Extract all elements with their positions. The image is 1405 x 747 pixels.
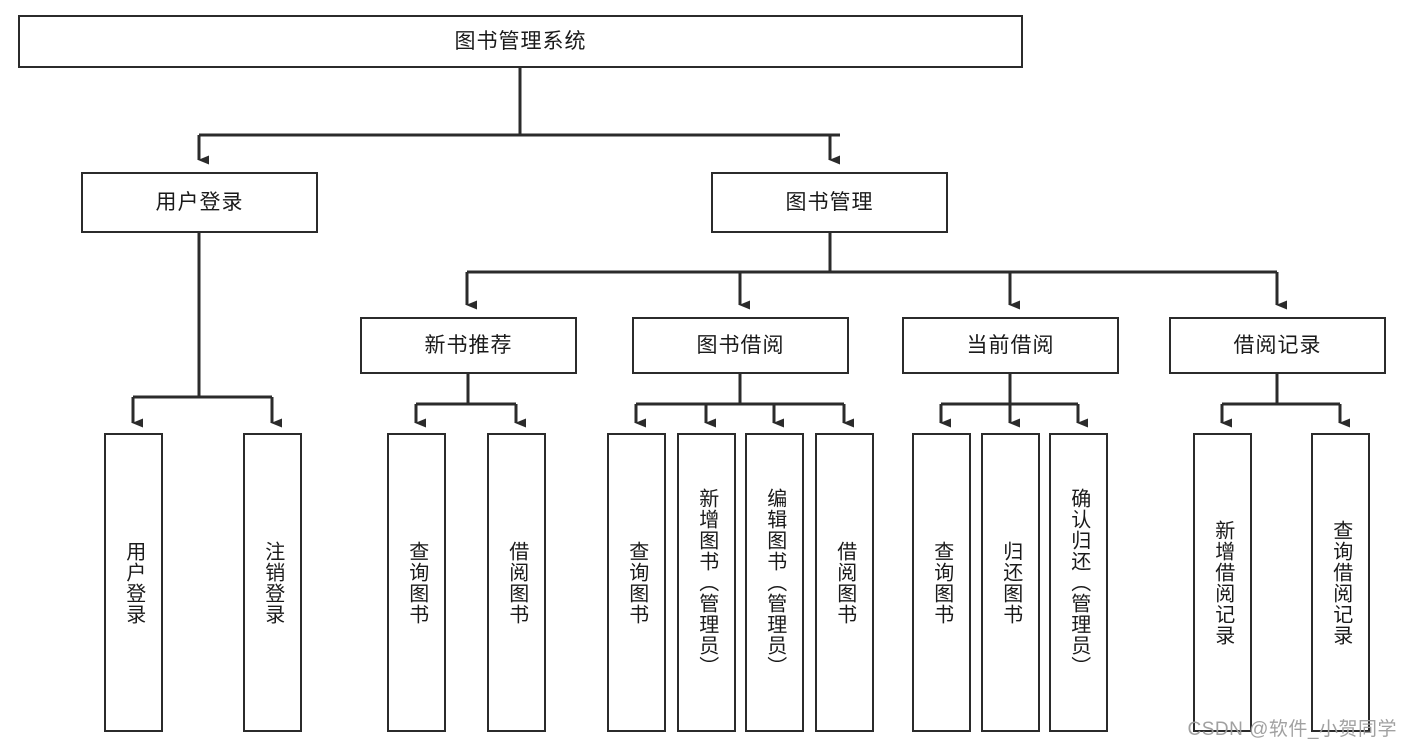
node-borrow-record[interactable]: 借阅记录 — [1169, 317, 1386, 374]
leaf-user-login[interactable]: 用户登录 — [104, 433, 163, 732]
node-label: 编辑图书（管理员） — [763, 488, 786, 677]
node-label: 用户登录 — [155, 190, 244, 214]
node-label: 图书借阅 — [696, 333, 785, 357]
leaf-edit-book-admin[interactable]: 编辑图书（管理员） — [745, 433, 804, 732]
leaf-add-borrow-record[interactable]: 新增借阅记录 — [1193, 433, 1252, 732]
watermark-text: CSDN @软件_小贺同学 — [1187, 719, 1397, 740]
node-label: 当前借阅 — [966, 333, 1055, 357]
node-label: 用户登录 — [122, 540, 145, 625]
node-label: 确认归还（管理员） — [1067, 488, 1090, 677]
leaf-query-book-recommend[interactable]: 查询图书 — [387, 433, 446, 732]
node-label: 借阅记录 — [1233, 333, 1322, 357]
node-user-login[interactable]: 用户登录 — [81, 172, 318, 233]
node-label: 查询借阅记录 — [1329, 519, 1352, 646]
leaf-add-book-admin[interactable]: 新增图书（管理员） — [677, 433, 736, 732]
node-label: 归还图书 — [999, 540, 1022, 625]
leaf-query-borrow-record[interactable]: 查询借阅记录 — [1311, 433, 1370, 732]
leaf-borrow-book[interactable]: 借阅图书 — [815, 433, 874, 732]
node-label: 查询图书 — [625, 540, 648, 625]
node-book-borrow[interactable]: 图书借阅 — [632, 317, 849, 374]
node-label: 查询图书 — [930, 540, 953, 625]
leaf-logout-login[interactable]: 注销登录 — [243, 433, 302, 732]
node-label: 注销登录 — [261, 540, 284, 625]
node-label: 图书管理 — [785, 190, 874, 214]
node-label: 查询图书 — [405, 540, 428, 625]
leaf-borrow-book-recommend[interactable]: 借阅图书 — [487, 433, 546, 732]
leaf-query-book-current[interactable]: 查询图书 — [912, 433, 971, 732]
node-label: 新增图书（管理员） — [695, 488, 718, 677]
node-book-management[interactable]: 图书管理 — [711, 172, 948, 233]
node-new-book-recommend[interactable]: 新书推荐 — [360, 317, 577, 374]
node-label: 借阅图书 — [833, 540, 856, 625]
node-label: 借阅图书 — [505, 540, 528, 625]
leaf-return-book[interactable]: 归还图书 — [981, 433, 1040, 732]
node-label: 新增借阅记录 — [1211, 519, 1234, 646]
leaf-query-book-borrow[interactable]: 查询图书 — [607, 433, 666, 732]
node-current-borrow[interactable]: 当前借阅 — [902, 317, 1119, 374]
node-root-system[interactable]: 图书管理系统 — [18, 15, 1023, 68]
node-label: 图书管理系统 — [454, 29, 587, 53]
node-label: 新书推荐 — [424, 333, 513, 357]
leaf-confirm-return-admin[interactable]: 确认归还（管理员） — [1049, 433, 1108, 732]
